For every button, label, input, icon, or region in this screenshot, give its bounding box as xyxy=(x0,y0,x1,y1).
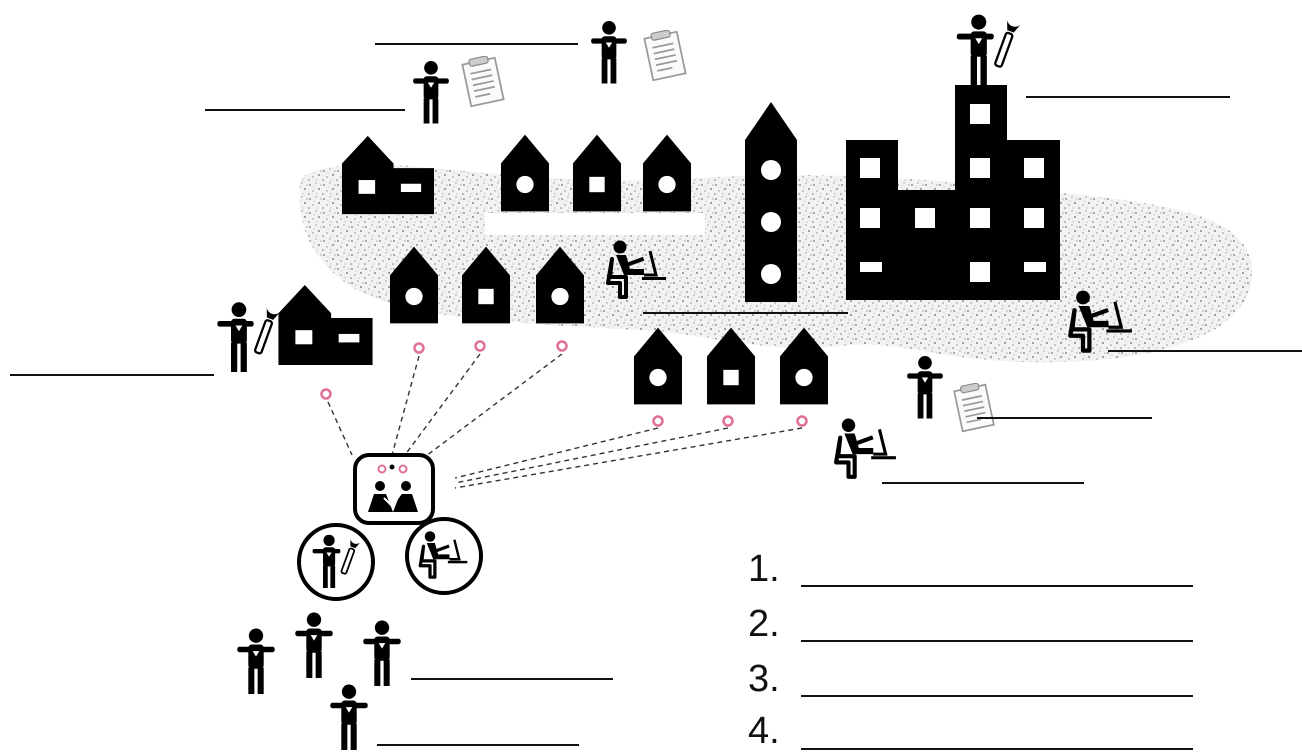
office-building-icon xyxy=(846,85,1060,300)
list-number-4: 4. xyxy=(748,712,780,750)
person-icon xyxy=(413,61,449,123)
list-number-3: 3. xyxy=(748,660,780,698)
person-icon xyxy=(591,21,627,83)
person-icon xyxy=(363,621,400,686)
house-icon xyxy=(643,135,691,212)
person-icon xyxy=(295,613,332,678)
document-icon xyxy=(462,54,504,106)
document-icon xyxy=(644,28,686,80)
list-blank-1[interactable] xyxy=(801,585,1193,587)
tower-icon xyxy=(745,102,797,302)
person-icon xyxy=(330,685,367,750)
desk-worker-icon xyxy=(836,419,896,477)
desk-worker-circle-icon xyxy=(407,519,481,593)
list-blank-4[interactable] xyxy=(801,748,1193,750)
house-icon xyxy=(342,136,434,214)
list-number-2: 2. xyxy=(748,605,780,643)
list-blank-2[interactable] xyxy=(801,640,1193,642)
house-icon xyxy=(573,135,621,212)
house-icon xyxy=(501,135,549,212)
house-icon xyxy=(278,285,372,365)
list-number-1: 1. xyxy=(748,550,780,588)
hub-icon xyxy=(355,455,433,523)
worker-icon xyxy=(217,302,279,372)
worker-icon xyxy=(957,15,1020,86)
person-icon xyxy=(237,629,274,694)
house-icon xyxy=(634,328,682,405)
list-blank-3[interactable] xyxy=(801,695,1193,697)
worker-circle-icon xyxy=(299,525,373,599)
document-icon xyxy=(953,381,993,431)
person-icon xyxy=(907,356,943,418)
